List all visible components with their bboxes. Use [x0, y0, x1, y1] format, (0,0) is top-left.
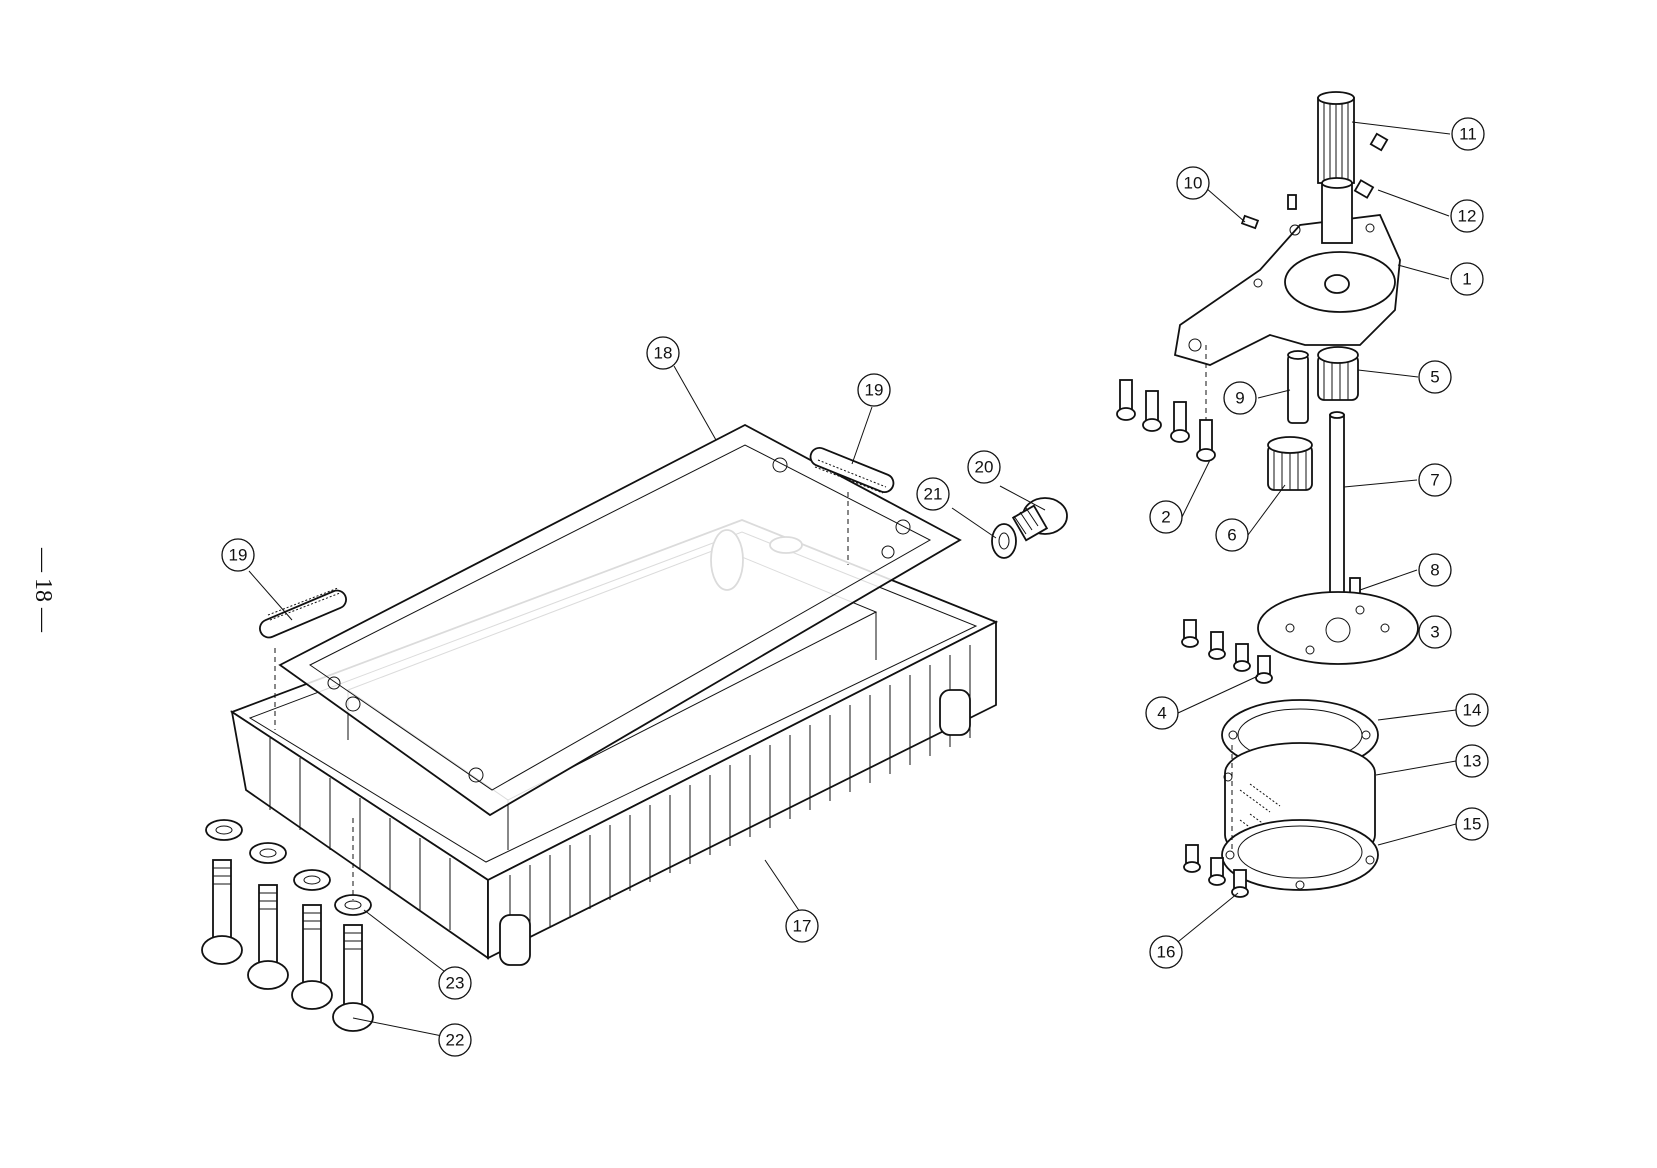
- svg-text:14: 14: [1463, 701, 1482, 720]
- svg-text:16: 16: [1157, 943, 1176, 962]
- svg-text:1: 1: [1462, 270, 1471, 289]
- svg-text:6: 6: [1227, 526, 1236, 545]
- pin-9: [1288, 351, 1308, 423]
- gear-6: [1268, 437, 1312, 490]
- page-number: — 18 —: [30, 547, 56, 633]
- callout-14: 14: [1456, 694, 1488, 726]
- gear-5: [1318, 347, 1358, 400]
- svg-text:4: 4: [1157, 704, 1166, 723]
- cover-plate-3: [1258, 592, 1418, 664]
- svg-text:5: 5: [1430, 368, 1439, 387]
- svg-text:— 18 —: — 18 —: [30, 547, 56, 633]
- svg-text:3: 3: [1430, 623, 1439, 642]
- svg-text:9: 9: [1235, 389, 1244, 408]
- svg-text:22: 22: [446, 1031, 465, 1050]
- set-screw-10: [1242, 195, 1296, 228]
- callout-6: 6: [1216, 519, 1248, 551]
- callout-7: 7: [1419, 464, 1451, 496]
- svg-text:17: 17: [793, 917, 812, 936]
- callout-15: 15: [1456, 808, 1488, 840]
- svg-text:19: 19: [229, 546, 248, 565]
- callout-19-left: 19: [222, 539, 254, 571]
- svg-text:23: 23: [446, 974, 465, 993]
- callout-1: 1: [1451, 263, 1483, 295]
- callout-18: 18: [647, 337, 679, 369]
- callout-8: 8: [1419, 554, 1451, 586]
- callout-9: 9: [1224, 382, 1256, 414]
- shaft-7: [1330, 412, 1344, 600]
- svg-text:8: 8: [1430, 561, 1439, 580]
- svg-text:21: 21: [924, 485, 943, 504]
- callout-3: 3: [1419, 616, 1451, 648]
- svg-text:2: 2: [1161, 508, 1170, 527]
- callout-22: 22: [439, 1024, 471, 1056]
- drive-gear-11: [1318, 92, 1354, 243]
- callout-13: 13: [1456, 745, 1488, 777]
- svg-text:18: 18: [654, 344, 673, 363]
- callout-2: 2: [1150, 501, 1182, 533]
- svg-text:19: 19: [865, 381, 884, 400]
- callout-5: 5: [1419, 361, 1451, 393]
- callout-10: 10: [1177, 167, 1209, 199]
- svg-text:7: 7: [1430, 471, 1439, 490]
- callout-20: 20: [968, 451, 1000, 483]
- svg-text:20: 20: [975, 458, 994, 477]
- callout-11: 11: [1452, 118, 1484, 150]
- washer-21: [992, 524, 1016, 558]
- svg-text:15: 15: [1463, 815, 1482, 834]
- callout-21: 21: [917, 478, 949, 510]
- svg-text:13: 13: [1463, 752, 1482, 771]
- callout-4: 4: [1146, 697, 1178, 729]
- callout-12: 12: [1451, 200, 1483, 232]
- screws-2: [1117, 380, 1215, 461]
- drain-plug-20: [1013, 498, 1067, 540]
- callout-23: 23: [439, 967, 471, 999]
- callout-19-right: 19: [858, 374, 890, 406]
- pan-bolts-22: [202, 860, 373, 1031]
- svg-text:11: 11: [1459, 125, 1477, 144]
- callout-16: 16: [1150, 936, 1182, 968]
- callout-17: 17: [786, 910, 818, 942]
- set-screw-12: [1355, 134, 1387, 198]
- pump-body-1: [1175, 215, 1400, 365]
- svg-text:12: 12: [1458, 207, 1477, 226]
- svg-text:10: 10: [1184, 174, 1203, 193]
